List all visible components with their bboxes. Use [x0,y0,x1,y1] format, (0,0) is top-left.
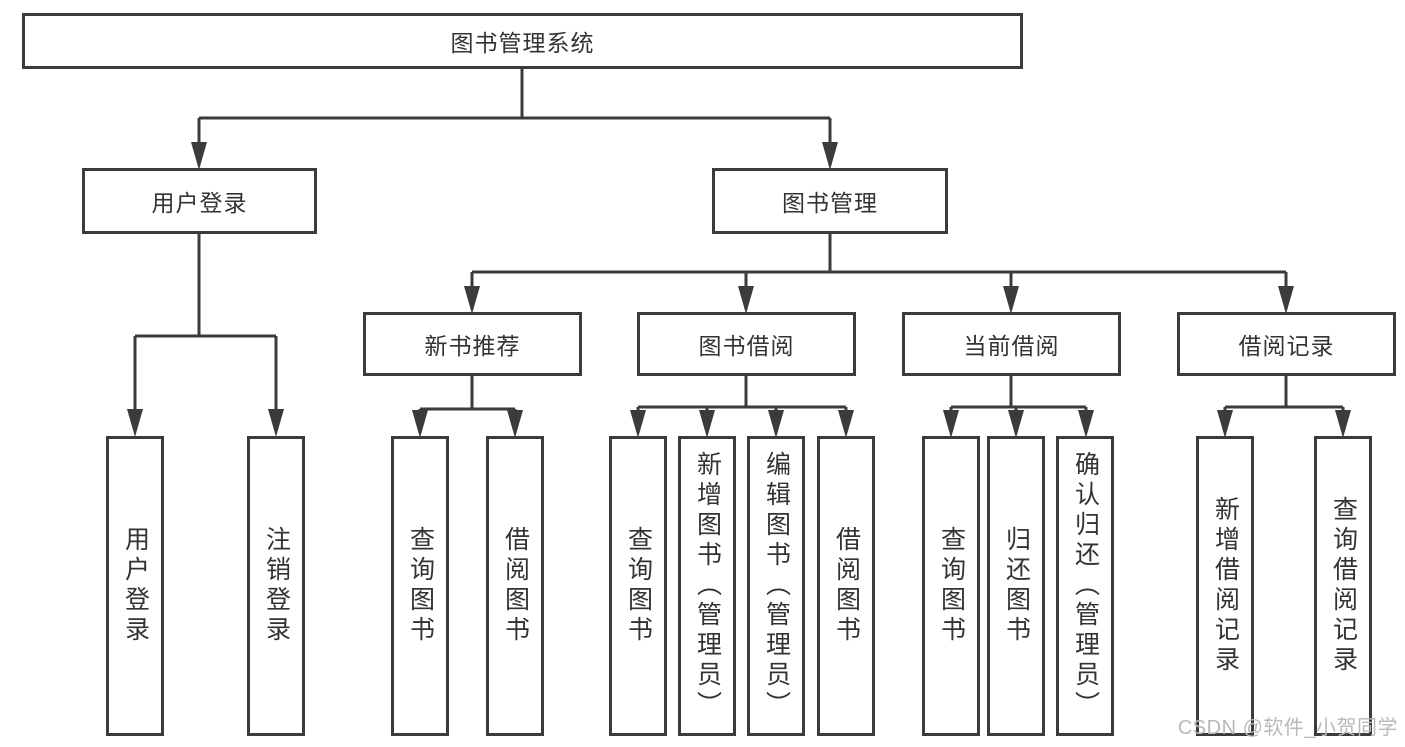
arrowhead-down-icon [738,286,754,314]
node-book-borrowing: 图书借阅 [637,312,856,376]
arrowhead-down-icon [822,142,838,170]
node-new-book-recommend: 新书推荐 [363,312,582,376]
connector-borrow-to-leaves [636,375,848,415]
node-label: 用户登录 [151,190,248,216]
node-label: 查询图书 [406,526,435,646]
connector-user-login-to-leaves [133,233,278,415]
node-label: 确认归还（管理员） [1071,451,1100,721]
node-label: 编辑图书（管理员） [762,451,791,721]
node-book-management: 图书管理 [712,168,948,234]
arrowhead-down-icon [507,410,523,438]
connector-records-to-leaves [1223,375,1345,415]
node-label: 新增图书（管理员） [693,451,722,721]
node-label: 注销登录 [262,526,291,646]
node-label: 查询图书 [937,526,966,646]
node-label: 图书管理 [782,190,878,216]
node-label: 借阅图书 [832,526,861,646]
node-label: 借阅图书 [501,526,530,646]
leaf-return-books: 归还图书 [987,436,1045,736]
leaf-logout: 注销登录 [247,436,305,736]
node-user-login: 用户登录 [82,168,317,234]
leaf-add-books-admin: 新增图书（管理员） [678,436,736,736]
node-label: 归还图书 [1002,526,1031,646]
leaf-borrow-books: 借阅图书 [817,436,875,736]
arrowhead-down-icon [191,142,207,170]
connector-new-books-to-leaves [418,375,517,415]
csdn-watermark: CSDN @软件_小贺同学 [1177,717,1398,739]
arrowhead-down-icon [630,410,646,438]
leaf-user-login: 用户登录 [106,436,164,736]
arrowhead-down-icon [464,286,480,314]
node-library-management-system: 图书管理系统 [22,13,1023,69]
arrowhead-down-icon [1217,410,1233,438]
node-current-borrowing: 当前借阅 [902,312,1121,376]
node-label: 借阅记录 [1238,333,1335,359]
leaf-query-books: 查询图书 [391,436,449,736]
arrowhead-down-icon [768,410,784,438]
node-label: 新增借阅记录 [1211,496,1240,676]
arrowhead-down-icon [1008,410,1024,438]
node-label: 查询图书 [624,526,653,646]
leaf-query-borrow-record: 查询借阅记录 [1314,436,1372,736]
arrowhead-down-icon [1335,410,1351,438]
leaf-add-borrow-record: 新增借阅记录 [1196,436,1254,736]
arrowhead-down-icon [127,409,143,437]
arrowhead-down-icon [943,410,959,438]
leaf-confirm-return-admin: 确认归还（管理员） [1056,436,1114,736]
node-label: 图书管理系统 [450,30,595,56]
arrowhead-down-icon [412,410,428,438]
leaf-query-books: 查询图书 [609,436,667,736]
arrowhead-down-icon [1003,286,1019,314]
connector-current-to-leaves [949,375,1088,415]
arrowhead-down-icon [1278,286,1294,314]
arrowheads-down [127,142,1351,438]
arrowhead-down-icon [699,410,715,438]
node-label: 新书推荐 [424,333,521,359]
leaf-borrow-books: 借阅图书 [486,436,544,736]
arrowhead-down-icon [1078,410,1094,438]
connector-book-mgmt-to-level3 [470,233,1288,288]
node-label: 图书借阅 [698,333,795,359]
node-label: 查询借阅记录 [1329,496,1358,676]
leaf-query-books: 查询图书 [922,436,980,736]
leaf-edit-books-admin: 编辑图书（管理员） [747,436,805,736]
node-borrowing-records: 借阅记录 [1177,312,1396,376]
arrowhead-down-icon [838,410,854,438]
connector-root-to-level2 [197,68,832,148]
node-label: 当前借阅 [963,333,1060,359]
node-label: 用户登录 [121,526,150,646]
arrowhead-down-icon [268,409,284,437]
